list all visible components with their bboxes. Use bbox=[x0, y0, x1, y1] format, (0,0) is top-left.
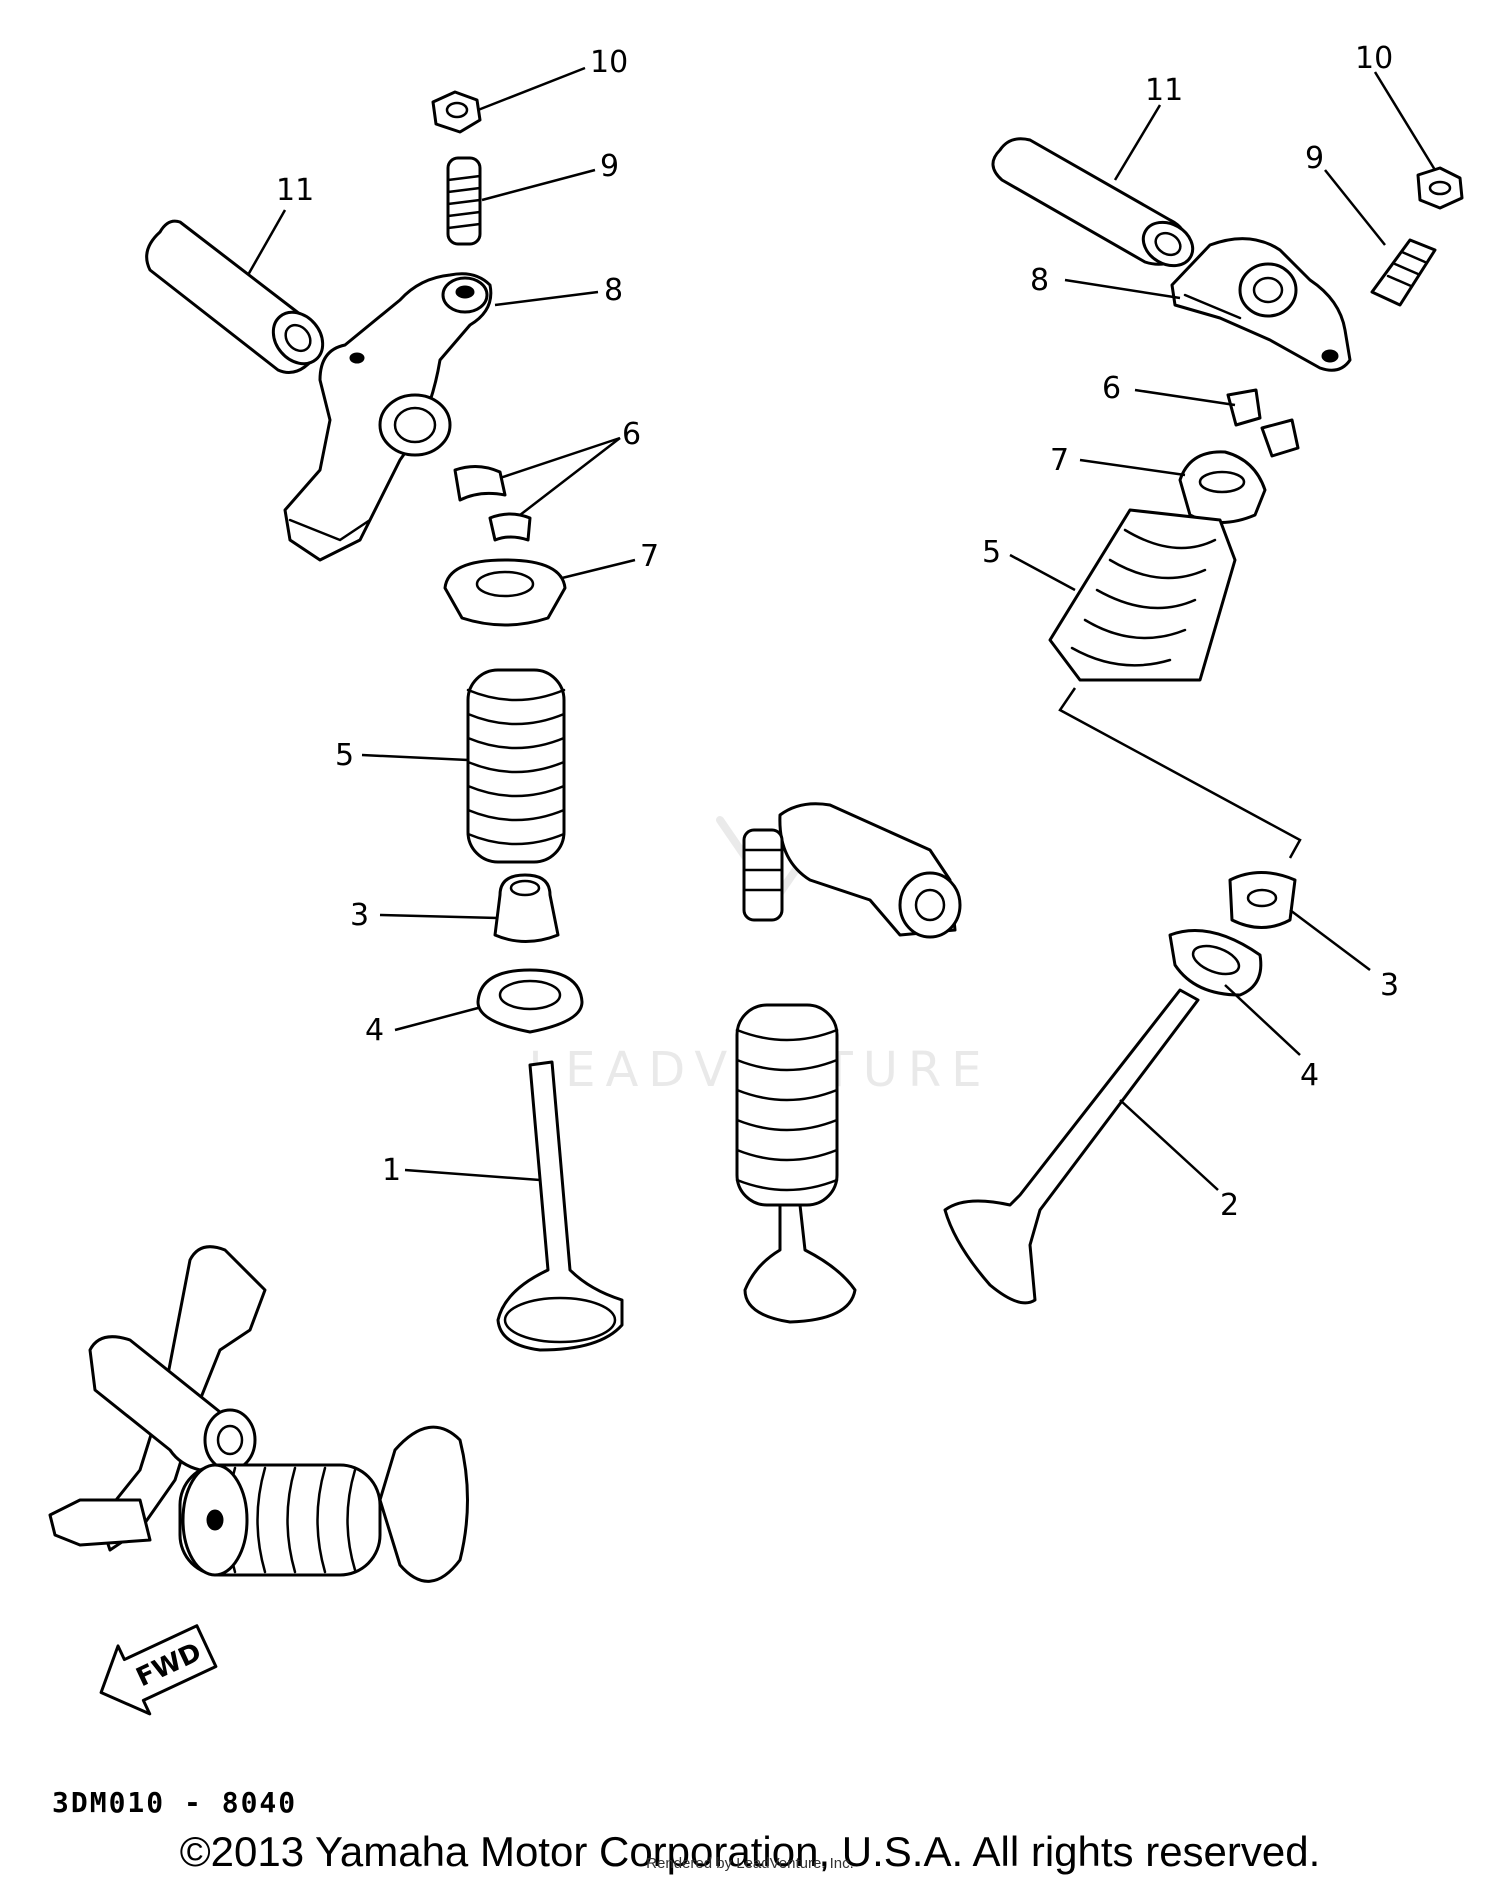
diagram-code: 3DM010 - 8040 bbox=[52, 1786, 298, 1819]
callout-right-5: 5 bbox=[982, 535, 1001, 570]
left-intake-valve-1 bbox=[496, 1060, 624, 1352]
leader-left-6b bbox=[519, 437, 621, 516]
leader-left-9 bbox=[481, 168, 596, 202]
leader-right-7 bbox=[1079, 458, 1186, 477]
left-rocker-arm-8 bbox=[283, 272, 493, 562]
right-nut-10 bbox=[1416, 166, 1464, 210]
callout-right-11: 11 bbox=[1145, 73, 1183, 108]
leader-left-1 bbox=[404, 1168, 541, 1182]
bottom-left-assembly-illustration bbox=[48, 1245, 469, 1583]
leader-left-5 bbox=[361, 753, 469, 762]
callout-right-10: 10 bbox=[1355, 41, 1393, 76]
right-valve-cotters-6 bbox=[1226, 388, 1300, 458]
left-nut-10 bbox=[431, 90, 482, 134]
left-adjuster-screw-9 bbox=[446, 156, 482, 246]
leader-right-3 bbox=[1289, 909, 1371, 971]
leader-right-11 bbox=[1113, 104, 1162, 181]
center-assembly-illustration bbox=[735, 802, 962, 1324]
callout-left-9: 9 bbox=[600, 149, 619, 184]
callout-left-10: 10 bbox=[590, 45, 628, 80]
copyright-notice: ©2013 Yamaha Motor Corporation, U.S.A. A… bbox=[179, 1828, 1321, 1875]
right-rocker-arm-8 bbox=[1170, 237, 1352, 372]
fwd-direction-arrow: FWD bbox=[99, 1624, 218, 1716]
right-guide-line bbox=[1058, 687, 1302, 859]
leader-left-3 bbox=[379, 913, 499, 920]
leader-right-9 bbox=[1324, 169, 1386, 246]
right-spring-seat-4 bbox=[1168, 929, 1263, 997]
callout-right-6: 6 bbox=[1102, 371, 1121, 406]
right-spring-retainer-7 bbox=[1178, 450, 1267, 524]
leader-left-10 bbox=[477, 66, 586, 112]
left-spring-seat-4 bbox=[476, 968, 584, 1034]
callout-left-1: 1 bbox=[382, 1153, 401, 1188]
leader-right-8 bbox=[1064, 278, 1181, 300]
leader-left-6a bbox=[499, 436, 621, 480]
callout-right-8: 8 bbox=[1030, 263, 1049, 298]
leader-right-2 bbox=[1119, 1099, 1219, 1191]
callout-right-4: 4 bbox=[1300, 1058, 1319, 1093]
callout-left-4: 4 bbox=[365, 1013, 384, 1048]
right-rocker-shaft-11 bbox=[991, 137, 1195, 268]
right-exhaust-valve-2 bbox=[943, 988, 1200, 1305]
left-valve-stem-seal-3 bbox=[493, 873, 560, 943]
callout-left-3: 3 bbox=[350, 898, 369, 933]
leader-left-8 bbox=[494, 290, 599, 307]
right-valve-stem-seal-3 bbox=[1228, 871, 1297, 929]
right-valve-spring-5 bbox=[1048, 508, 1237, 682]
left-valve-cotters-6 bbox=[453, 465, 532, 542]
left-spring-retainer-7 bbox=[443, 558, 567, 627]
left-rocker-shaft-11 bbox=[145, 219, 325, 374]
leader-left-11 bbox=[246, 209, 287, 276]
callout-left-5: 5 bbox=[335, 738, 354, 773]
leader-right-6 bbox=[1134, 388, 1236, 407]
callout-left-11: 11 bbox=[276, 173, 314, 208]
callout-right-7: 7 bbox=[1050, 443, 1069, 478]
right-adjuster-screw-9 bbox=[1370, 238, 1437, 307]
leader-right-5 bbox=[1009, 553, 1076, 592]
callout-right-9: 9 bbox=[1305, 141, 1324, 176]
leader-right-4 bbox=[1224, 984, 1301, 1056]
callout-right-3: 3 bbox=[1380, 968, 1399, 1003]
callout-left-8: 8 bbox=[604, 273, 623, 308]
callout-left-6: 6 bbox=[622, 417, 641, 452]
leader-left-4 bbox=[394, 1006, 479, 1032]
callout-right-2: 2 bbox=[1220, 1188, 1239, 1223]
left-valve-spring-5 bbox=[466, 668, 566, 864]
callout-left-7: 7 bbox=[640, 539, 659, 574]
leader-left-7 bbox=[561, 558, 636, 580]
rendered-by-notice: Rendered by LeadVenture, Inc. bbox=[646, 1855, 854, 1872]
leader-right-10 bbox=[1373, 71, 1437, 171]
